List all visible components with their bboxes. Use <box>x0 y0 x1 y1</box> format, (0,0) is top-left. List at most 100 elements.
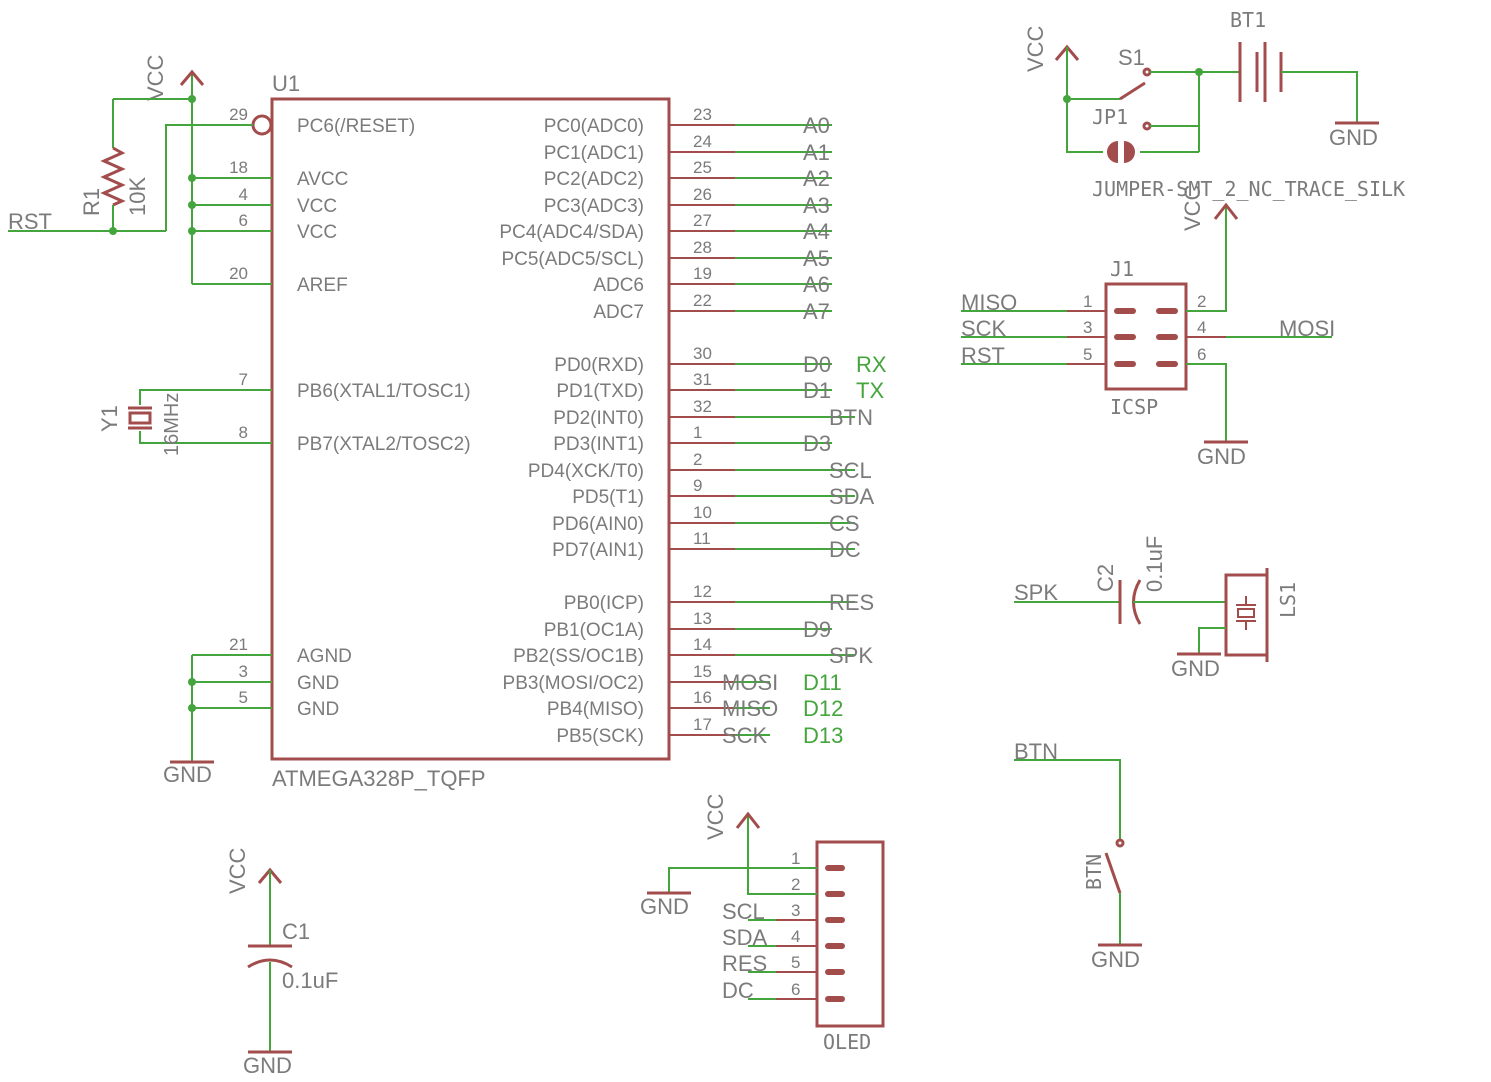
speaker-crystal <box>1237 608 1255 618</box>
vcc-label: VCC <box>703 793 728 840</box>
spk-net-label: SPK <box>1014 580 1058 605</box>
j1-pin-pad <box>1114 308 1136 314</box>
u1-pin-number: 6 <box>239 211 248 230</box>
gnd-label: GND <box>1171 656 1220 681</box>
switch-contact <box>1115 838 1125 848</box>
oled-pin-number: 1 <box>791 849 800 868</box>
j1-pin-number: 2 <box>1197 292 1206 311</box>
vcc-arrow-icon <box>735 811 761 829</box>
junction-dot <box>1195 68 1203 76</box>
u1-microcontroller: U1 ATMEGA328P_TQFP 29PC6(/RESET)18AVCC4V… <box>215 71 887 791</box>
u1-net-label: D1 <box>803 378 831 403</box>
j1-pin-pad <box>1156 308 1178 314</box>
c1-value: 0.1uF <box>282 968 338 993</box>
vcc-label: VCC <box>1180 184 1205 231</box>
u1-pin-number: 4 <box>239 185 248 204</box>
u1-pin-number: 22 <box>693 291 712 310</box>
jumper-pad <box>1124 141 1135 163</box>
u1-pin-number: 7 <box>239 370 248 389</box>
u1-pin-number: 9 <box>693 476 702 495</box>
j1-value: ICSP <box>1110 395 1158 419</box>
oled-gnd-wire <box>668 867 817 893</box>
u1-pin-name: PC1(ADC1) <box>544 143 644 164</box>
u1-pin-number: 30 <box>693 344 712 363</box>
u1-pin-name: PC2(ADC2) <box>544 169 644 190</box>
s1-ref: S1 <box>1118 45 1145 70</box>
u1-left-pins: 29PC6(/RESET)18AVCC4VCC6VCC20AREF7PB6(XT… <box>215 105 471 720</box>
r1-ref: R1 <box>79 188 104 216</box>
r1-value: 10K <box>125 177 150 216</box>
bt1-ref: BT1 <box>1230 8 1266 32</box>
speaker-section: SPK C2 0.1uF GND LS1 <box>1014 536 1300 681</box>
j1-pin-number: 4 <box>1197 318 1206 337</box>
u1-pin-number: 29 <box>229 105 248 124</box>
junction-dot <box>188 174 196 182</box>
j1-pin-pad <box>1114 334 1136 340</box>
vcc-label: VCC <box>225 847 250 894</box>
u1-pin-number: 2 <box>693 450 702 469</box>
u1-net-label: A2 <box>803 166 830 191</box>
junction-dot <box>188 678 196 686</box>
u1-pin-number: 19 <box>693 264 712 283</box>
oled-pin-pad <box>825 891 845 897</box>
jp1-ref: JP1 <box>1092 105 1128 129</box>
j1-net-label: RST <box>961 343 1005 368</box>
u1-value: ATMEGA328P_TQFP <box>272 766 486 791</box>
vcc-s1-wire <box>1066 47 1103 153</box>
oled-pin-number: 4 <box>791 927 800 946</box>
u1-net-label: D0 <box>803 352 831 377</box>
pushbutton-icon <box>1104 852 1122 894</box>
oled-pin-number: 6 <box>791 980 800 999</box>
oled-ref: OLED <box>823 1030 871 1054</box>
u1-pin-number: 14 <box>693 635 712 654</box>
u1-pin-name: AVCC <box>297 169 348 190</box>
u1-pin-number: 25 <box>693 158 712 177</box>
u1-net-label: SCL <box>829 458 872 483</box>
vcc-label: VCC <box>1023 25 1048 72</box>
vcc-label: VCC <box>143 54 168 101</box>
u1-pin-number: 27 <box>693 211 712 230</box>
u1-pin-name: PB6(XTAL1/TOSC1) <box>297 381 471 402</box>
u1-pin-number: 5 <box>239 688 248 707</box>
u1-pin-name: AREF <box>297 275 348 296</box>
u1-pin-number: 28 <box>693 238 712 257</box>
oled-net-label: RES <box>722 951 767 976</box>
u1-pin-number: 21 <box>229 635 248 654</box>
xtal1-wire <box>139 389 272 405</box>
gnd-label: GND <box>1329 125 1378 150</box>
u1-pin-number: 3 <box>239 662 248 681</box>
xtal2-wire <box>139 431 272 444</box>
switch-icon <box>1119 81 1146 101</box>
u1-net-label: A0 <box>803 113 830 138</box>
u1-net-label: CS <box>829 511 860 536</box>
u1-pin-number: 8 <box>239 423 248 442</box>
j1-net-label: MOSI <box>1279 316 1335 341</box>
u1-pin-number: 1 <box>693 423 702 442</box>
u1-pin-name: PC3(ADC3) <box>544 196 644 217</box>
switch-contact <box>1142 121 1152 131</box>
u1-net-label: SPK <box>829 643 873 668</box>
u1-net-label: A3 <box>803 193 830 218</box>
u1-pin-name: PD2(INT0) <box>553 408 644 429</box>
u1-right-pins: 23PC0(ADC0)A024PC1(ADC1)A125PC2(ADC2)A22… <box>499 105 887 748</box>
u1-net-alias: D12 <box>803 696 843 721</box>
btn-net-label: BTN <box>1014 739 1058 764</box>
jp1-value: JUMPER-SMT_2_NC_TRACE_SILK <box>1092 177 1405 201</box>
speaker-icon <box>1224 573 1269 657</box>
oled-pin-pad <box>825 969 845 975</box>
u1-pin-name: PB3(MOSI/OC2) <box>503 673 644 694</box>
crystal-body <box>128 411 152 425</box>
oled-pin-number: 2 <box>791 875 800 894</box>
junction-dot <box>1063 95 1071 103</box>
ls1-ref: LS1 <box>1276 582 1300 618</box>
u1-pin-number: 31 <box>693 370 712 389</box>
u1-pin-name: PB4(MISO) <box>547 699 644 720</box>
u1-net-label: A1 <box>803 140 830 165</box>
u1-net-label: D9 <box>803 617 831 642</box>
j1-net-label: SCK <box>961 316 1007 341</box>
button-section: BTN GND BTN <box>1014 739 1142 972</box>
u1-pin-number: 15 <box>693 662 712 681</box>
